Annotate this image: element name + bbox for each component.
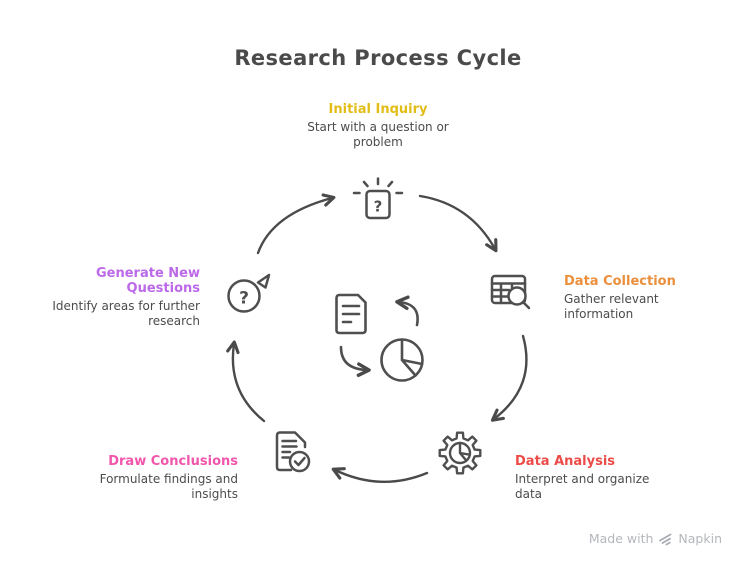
desc-line: data <box>515 486 543 501</box>
node-initial-inquiry: Initial Inquiry Start with a question or… <box>268 102 488 149</box>
document-icon <box>335 293 367 335</box>
node-description: Interpret and organize data <box>515 472 665 501</box>
gear-pie-icon <box>438 431 482 475</box>
desc-line: research <box>148 313 200 328</box>
node-description: Gather relevant information <box>564 292 694 321</box>
arrow-collection-to-analysis <box>490 334 528 422</box>
node-data-collection: Data Collection Gather relevant informat… <box>564 274 694 321</box>
desc-line: insights <box>191 486 238 501</box>
node-label: Initial Inquiry <box>328 102 428 117</box>
arrow-analysis-to-conclusions <box>331 467 429 483</box>
brand-text: Napkin <box>678 531 722 546</box>
node-description: Identify areas for further research <box>40 299 200 328</box>
refresh-arrows <box>339 295 419 377</box>
label-line: Questions <box>126 281 200 296</box>
question-circle-arrow-icon: ? <box>227 273 271 313</box>
question-box-icon: ? <box>352 177 404 220</box>
svg-text:?: ? <box>239 289 249 309</box>
desc-line: Gather relevant <box>564 292 659 306</box>
node-label: Generate New Questions <box>40 266 200 296</box>
desc-line: Identify areas for further <box>52 299 200 313</box>
node-description: Start with a question or problem <box>268 120 488 149</box>
pie-chart-icon <box>380 338 424 382</box>
node-draw-conclusions: Draw Conclusions Formulate findings and … <box>78 454 238 501</box>
node-description: Formulate findings and insights <box>78 472 238 501</box>
napkin-logo-icon <box>659 533 672 546</box>
desc-line: information <box>564 306 634 321</box>
label-line: Generate New <box>95 266 200 281</box>
desc-line: Formulate findings and <box>99 472 238 486</box>
node-generate-new-questions: Generate New Questions Identify areas fo… <box>40 266 200 328</box>
arrow-initial-to-collection <box>418 194 498 253</box>
node-label: Data Analysis <box>515 454 616 469</box>
table-search-icon <box>490 274 531 310</box>
page-title: Research Process Cycle <box>234 46 522 70</box>
desc-line: Start with a question or <box>307 120 449 134</box>
arrow-generate-to-initial <box>256 193 336 255</box>
node-label: Data Collection <box>564 274 676 289</box>
svg-text:?: ? <box>374 198 383 216</box>
arrow-conclusions-to-generate <box>226 340 266 423</box>
desc-line: problem <box>353 134 403 149</box>
node-data-analysis: Data Analysis Interpret and organize dat… <box>515 454 665 501</box>
node-label: Draw Conclusions <box>108 454 238 469</box>
desc-line: Interpret and organize <box>515 472 650 486</box>
made-with-napkin[interactable]: Made with Napkin <box>589 531 722 546</box>
document-check-icon <box>275 431 311 473</box>
center-cycle-illustration <box>335 293 424 382</box>
made-with-text: Made with <box>588 531 654 546</box>
